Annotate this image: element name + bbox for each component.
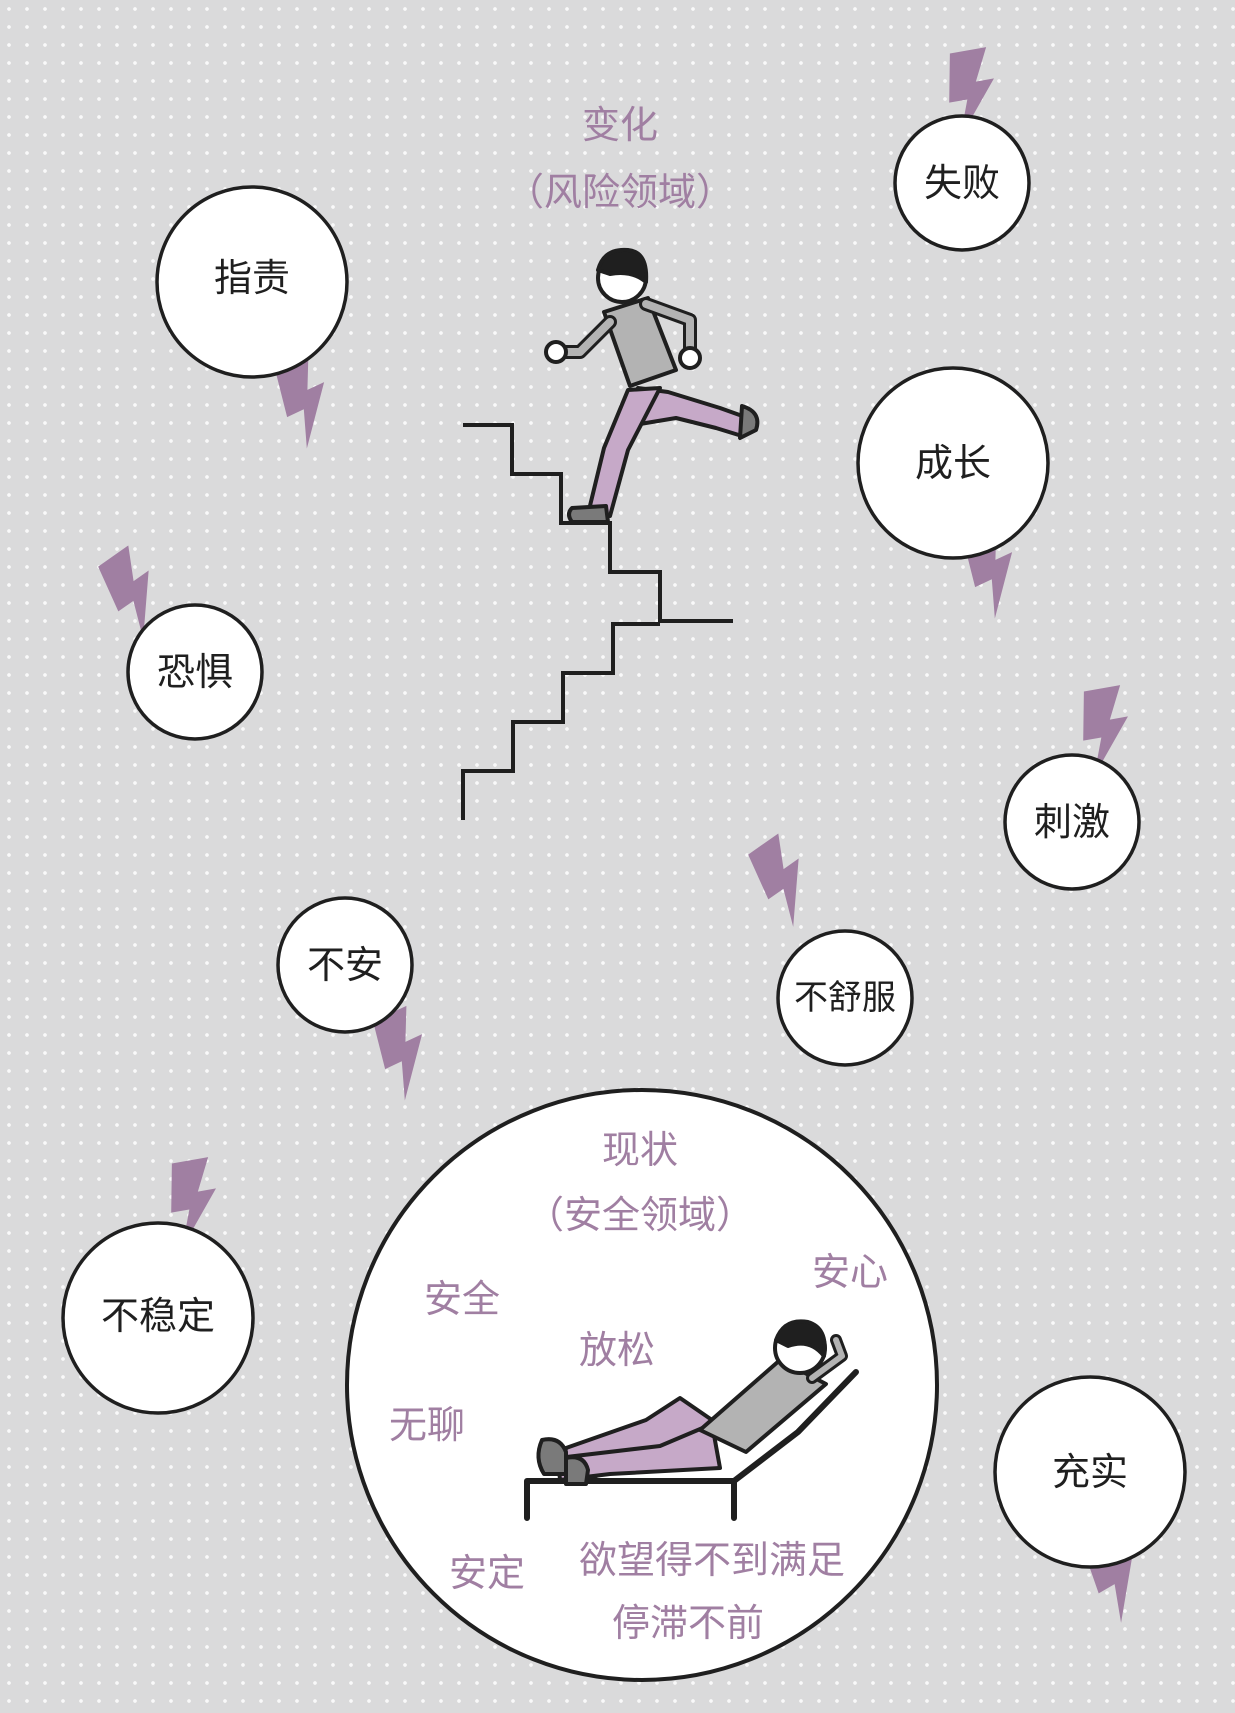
bubble-blame-label: 指责	[214, 256, 290, 300]
safe-word-boredom: 无聊	[389, 1403, 465, 1447]
bubble-discomfort-label: 不舒服	[794, 978, 896, 1018]
safe-word-peace-of-mind: 安心	[812, 1250, 888, 1294]
safe-word-safety: 安全	[424, 1277, 500, 1321]
lounging-person-figure	[524, 1319, 859, 1521]
lightning-bolt-icon	[373, 1005, 423, 1101]
safe-zone-circle	[345, 1088, 939, 1682]
climbing-person-figure	[544, 247, 760, 524]
lightning-bolt-icon	[275, 353, 325, 449]
bubble-fulfillment: 充实	[993, 1375, 1187, 1569]
safe-word-unmet-desire: 欲望得不到满足	[579, 1538, 845, 1582]
risk-zone-title: 变化	[582, 103, 658, 147]
safe-zone-subtitle: （安全领域）	[526, 1193, 754, 1237]
bubble-growth-label: 成长	[915, 441, 991, 485]
bubble-instability-label: 不稳定	[101, 1294, 215, 1338]
bubble-fear: 恐惧	[126, 603, 264, 741]
lightning-bolt-icon	[949, 47, 994, 139]
lightning-bolt-icon	[98, 545, 149, 639]
safe-word-stability: 安定	[449, 1551, 525, 1595]
bubble-fear-label: 恐惧	[157, 650, 233, 694]
bubble-anxiety: 不安	[276, 896, 414, 1034]
lightning-bolt-icon	[748, 833, 799, 927]
bubble-discomfort: 不舒服	[776, 929, 914, 1067]
bubble-excitement-label: 刺激	[1034, 800, 1110, 844]
bubble-fulfillment-label: 充实	[1052, 1450, 1128, 1494]
lightning-bolt-icon	[1083, 685, 1128, 777]
bubble-failure: 失败	[893, 114, 1031, 252]
lightning-bolt-icon	[171, 1157, 216, 1249]
bubble-growth: 成长	[856, 366, 1050, 560]
safe-word-relaxed: 放松	[579, 1328, 655, 1372]
safe-zone-title: 现状	[602, 1128, 678, 1172]
bubble-failure-label: 失败	[924, 161, 1000, 205]
bubble-excitement: 刺激	[1003, 753, 1141, 891]
safe-word-stagnation: 停滞不前	[612, 1601, 764, 1645]
bubble-anxiety-label: 不安	[307, 943, 383, 987]
bubble-blame: 指责	[155, 185, 349, 379]
bubble-instability: 不稳定	[61, 1221, 255, 1415]
risk-zone-subtitle: （风险领域）	[506, 170, 734, 214]
